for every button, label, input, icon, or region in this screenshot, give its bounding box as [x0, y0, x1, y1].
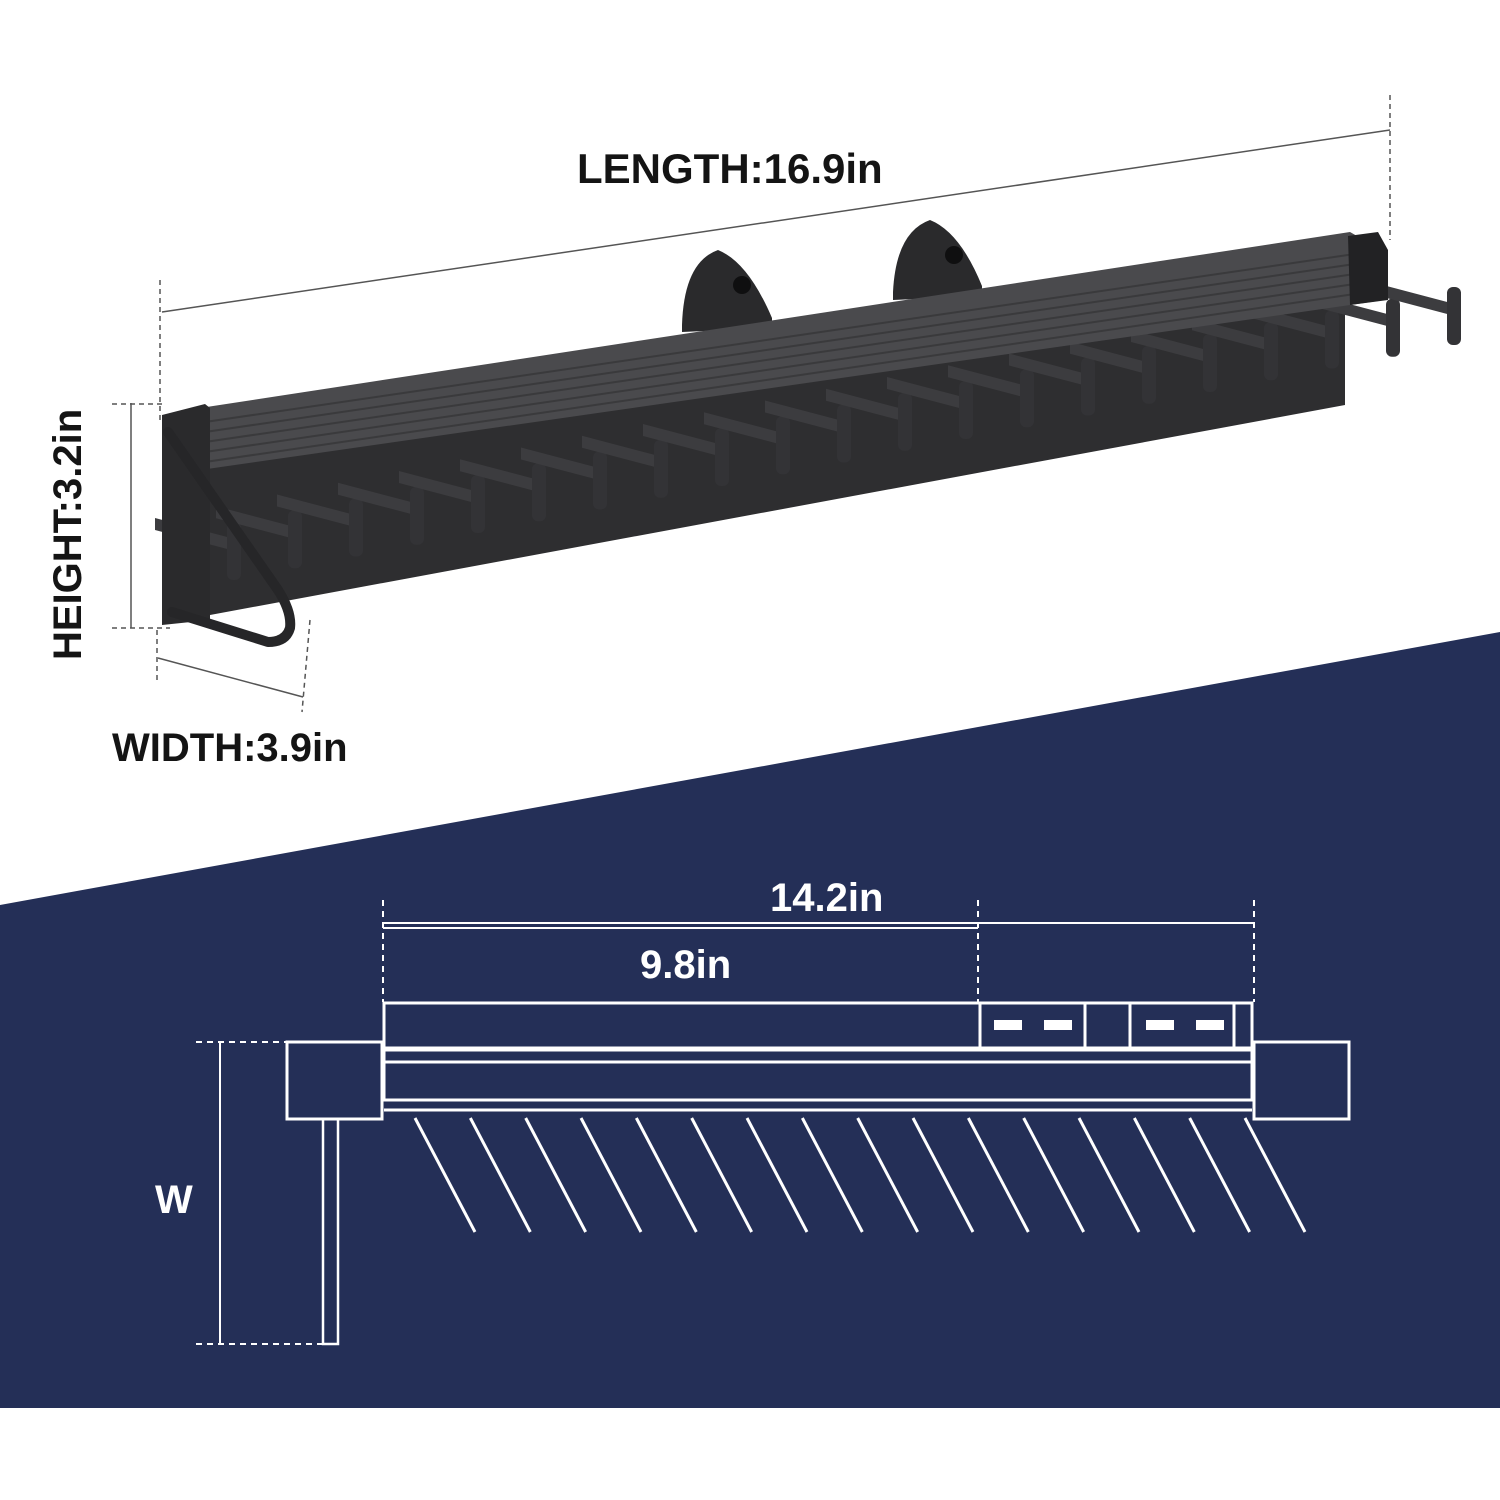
- schematic-hook-line: [413, 1117, 477, 1233]
- depth-label: W: [155, 1178, 193, 1222]
- length-label: LENGTH:16.9in: [577, 145, 883, 192]
- rail-groove: [204, 289, 1383, 463]
- schematic-hook-line: [524, 1117, 587, 1233]
- rail-grooves: [204, 249, 1383, 463]
- rail-groove: [204, 249, 1383, 423]
- hook: [1009, 353, 1095, 416]
- schematic-hook-line: [1133, 1117, 1196, 1233]
- rail-groove: [204, 279, 1383, 453]
- hook: [582, 435, 668, 498]
- rail-groove: [204, 259, 1383, 433]
- schematic-hook-line: [690, 1117, 753, 1233]
- schematic-hook-lines: [413, 1117, 1307, 1233]
- height-label: HEIGHT:3.2in: [46, 408, 90, 660]
- schematic-support-post: [321, 1117, 340, 1346]
- hook: [887, 377, 973, 439]
- mounting-clip-left: [682, 250, 772, 332]
- hook: [338, 482, 424, 545]
- end-cap-right: [1348, 232, 1388, 305]
- width-label: WIDTH:3.9in: [112, 726, 348, 770]
- mounting-clip-right: [893, 220, 982, 300]
- schematic-hook-line: [635, 1117, 698, 1233]
- hook: [216, 506, 302, 569]
- hook: [521, 447, 607, 510]
- end-cap-left: [162, 404, 210, 625]
- navy-panel: [0, 632, 1500, 1408]
- schematic-hook-line: [911, 1117, 975, 1233]
- schematic-end-right: [1252, 1040, 1351, 1121]
- product-dimension-lines: [112, 95, 1391, 713]
- rail-groove: [204, 269, 1383, 443]
- length-dimension-line: [161, 129, 1391, 313]
- schematic-hook-line: [1243, 1117, 1307, 1233]
- hook: [826, 388, 912, 451]
- schematic-hook-line: [856, 1117, 919, 1233]
- schematic-main-rail: [382, 1048, 1254, 1102]
- hook: [643, 424, 729, 486]
- schematic-hook-line: [745, 1117, 809, 1233]
- hook: [399, 471, 485, 533]
- schematic-hook-line: [469, 1117, 532, 1233]
- schematic-hook-line: [1077, 1117, 1141, 1233]
- slider-slots: [994, 1020, 1224, 1030]
- schematic-top-slider: [382, 1001, 1254, 1050]
- hook: [765, 400, 851, 463]
- tie-rack-product: [155, 220, 1461, 647]
- schematic-hook-line: [579, 1117, 643, 1233]
- hook: [1131, 330, 1217, 392]
- schematic-hook-line: [1022, 1117, 1085, 1233]
- hook: [1375, 283, 1461, 345]
- total-length-label: 14.2in: [770, 876, 884, 920]
- schematic-hook-line: [801, 1117, 864, 1233]
- width-dimension-line: [157, 657, 304, 698]
- width-extension-right: [301, 619, 311, 713]
- schematic-hook-line: [1188, 1117, 1251, 1233]
- rack-top-rail: [200, 232, 1385, 470]
- hook: [704, 412, 790, 475]
- schematic-drawing: [196, 900, 1351, 1346]
- schematic-hook-line: [967, 1117, 1030, 1233]
- hook: [1192, 318, 1278, 381]
- hook: [460, 459, 546, 522]
- hook: [948, 365, 1034, 428]
- hook: [1070, 341, 1156, 404]
- rack-handle: [163, 427, 296, 647]
- partial-length-label: 9.8in: [640, 943, 732, 987]
- hook: [277, 494, 363, 557]
